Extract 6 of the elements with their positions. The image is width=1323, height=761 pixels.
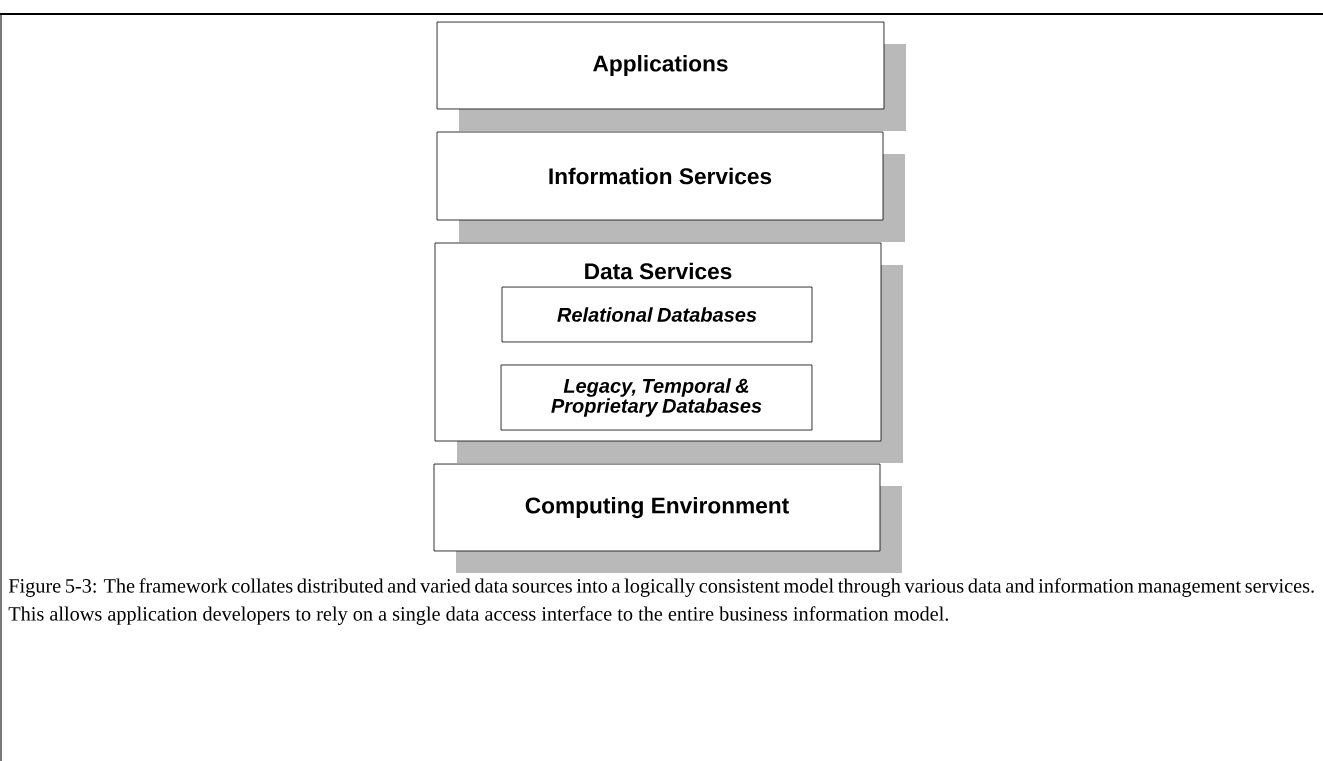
sub-box: Legacy, Temporal & Proprietary Databases	[500, 364, 813, 431]
layer-box: Computing Environment	[433, 463, 902, 573]
layer-box: Applications	[436, 21, 906, 131]
caption: Figure 5-3: The framework collates distributed and varied data sources into a logically consistent model through various data and information management services. This allows application developers to rely on a single data access interface to the entire business information model.	[8, 578, 1314, 625]
sub-box: Relational Databases	[501, 286, 813, 343]
layer-box: Information Services	[436, 131, 905, 242]
